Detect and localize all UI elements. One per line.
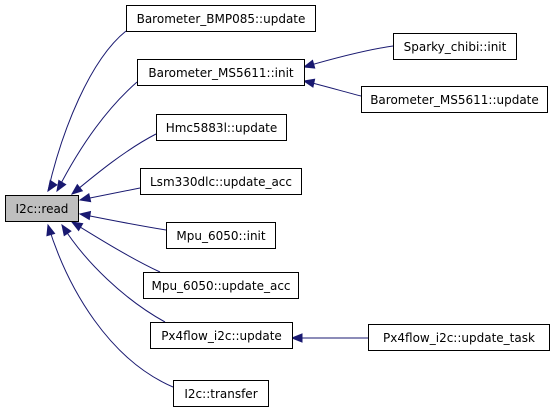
node-label: Lsm330dlc::update_acc xyxy=(150,175,292,189)
edge-line xyxy=(61,224,166,323)
node-label: Sparky_chibi::init xyxy=(404,40,507,54)
arrowhead xyxy=(78,193,92,203)
node-box xyxy=(137,59,305,86)
arrowhead xyxy=(46,223,56,237)
node-label: Hmc5883l::update xyxy=(166,121,278,135)
node-sparky-chibi-init[interactable]: Sparky_chibi::init xyxy=(393,33,517,60)
arrowhead xyxy=(290,333,303,343)
edges-layer xyxy=(46,30,394,388)
node-label: Px4flow_i2c::update_task xyxy=(383,331,535,345)
edge-px4flow_update_task-to-px4flow_update xyxy=(290,333,368,343)
node-label: Mpu_6050::init xyxy=(176,229,265,243)
node-label: I2c::read xyxy=(16,202,69,216)
node-box xyxy=(368,324,550,351)
edge-mpu6050_update_acc-to-i2c_read xyxy=(70,221,161,273)
edge-px4flow_update-to-i2c_read xyxy=(61,223,166,323)
edge-sparky_chibi_init-to-baro_ms5611_init xyxy=(302,45,394,69)
node-label: Barometer_BMP085::update xyxy=(137,12,306,26)
edge-baro_ms5611_update-to-baro_ms5611_init xyxy=(302,78,362,97)
node-lsm330dlc-update-acc[interactable]: Lsm330dlc::update_acc xyxy=(140,168,302,195)
edge-line xyxy=(79,213,167,231)
node-baro-ms5611-update[interactable]: Barometer_MS5611::update xyxy=(361,86,548,113)
node-hmc5883l-update[interactable]: Hmc5883l::update xyxy=(156,114,287,141)
node-box xyxy=(5,195,79,222)
arrowhead xyxy=(61,223,72,237)
node-box xyxy=(140,168,302,195)
node-box xyxy=(126,5,316,32)
node-label: Px4flow_i2c::update xyxy=(161,329,282,343)
edge-line xyxy=(303,45,394,68)
arrowhead xyxy=(302,78,316,88)
node-box xyxy=(361,86,548,113)
node-i2c-transfer[interactable]: I2c::transfer xyxy=(173,380,269,407)
arrowhead xyxy=(56,179,67,193)
node-box xyxy=(156,114,287,141)
arrowhead xyxy=(302,59,316,69)
node-box xyxy=(143,272,299,299)
edge-lsm330dlc_update_acc-to-i2c_read xyxy=(78,187,141,203)
node-box xyxy=(150,322,293,349)
edge-line xyxy=(56,81,138,192)
node-i2c-read[interactable]: I2c::read xyxy=(5,195,79,222)
node-box xyxy=(173,380,269,407)
node-mpu6050-init[interactable]: Mpu_6050::init xyxy=(166,222,276,249)
edge-line xyxy=(47,224,174,388)
edge-line xyxy=(71,221,161,273)
edge-i2c_transfer-to-i2c_read xyxy=(46,223,174,388)
edge-baro_ms5611_init-to-i2c_read xyxy=(56,81,138,193)
node-px4flow-update-task[interactable]: Px4flow_i2c::update_task xyxy=(368,324,550,351)
node-label: I2c::transfer xyxy=(184,387,257,401)
node-baro-ms5611-init[interactable]: Barometer_MS5611::init xyxy=(137,59,305,86)
edge-line xyxy=(47,30,127,192)
node-baro-bmp085-update[interactable]: Barometer_BMP085::update xyxy=(126,5,316,32)
node-mpu6050-update-acc[interactable]: Mpu_6050::update_acc xyxy=(143,272,299,299)
arrowhead xyxy=(78,210,92,221)
node-box xyxy=(393,33,517,60)
arrowhead xyxy=(70,183,84,195)
node-label: Barometer_MS5611::update xyxy=(370,93,539,107)
node-label: Mpu_6050::update_acc xyxy=(151,279,290,293)
edge-mpu6050_init-to-i2c_read xyxy=(78,210,167,231)
node-label: Barometer_MS5611::init xyxy=(148,66,294,80)
edge-baro_bmp085_update-to-i2c_read xyxy=(47,30,127,193)
arrowhead xyxy=(47,179,58,193)
nodes-layer: I2c::read Barometer_BMP085::updateBaromet… xyxy=(5,5,550,407)
node-box xyxy=(166,222,276,249)
node-px4flow-update[interactable]: Px4flow_i2c::update xyxy=(150,322,293,349)
edge-hmc5883l_update-to-i2c_read xyxy=(70,133,157,195)
arrowhead xyxy=(70,221,84,232)
